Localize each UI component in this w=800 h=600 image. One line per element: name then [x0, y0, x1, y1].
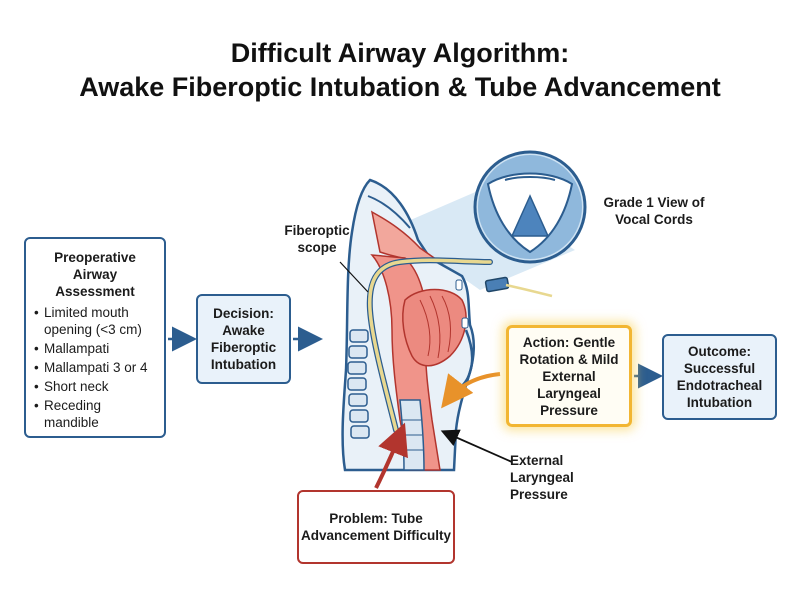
tongue: [402, 288, 467, 367]
scope-handle: [484, 276, 510, 293]
list-item: Limited mouth opening (<3 cm): [34, 304, 156, 338]
external-pressure-label: External Laryngeal Pressure: [510, 453, 574, 502]
list-item: Short neck: [34, 378, 156, 395]
list-item: Receding mandible: [34, 397, 156, 431]
arrow-problem: [374, 422, 408, 489]
list-item: Mallampati 3 or 4: [34, 359, 156, 376]
outcome-box: Outcome: Successful Endotracheal Intubat…: [662, 334, 777, 420]
magnification-cone: [392, 190, 575, 290]
arrow-gentle-rotation: [441, 372, 501, 409]
title-line-1: Difficult Airway Algorithm:: [230, 38, 570, 68]
action-box: Action: Gentle Rotation & Mild External …: [506, 325, 632, 427]
skull-base: [367, 195, 411, 229]
decision-box: Decision: Awake Fiberoptic Intubation: [196, 294, 291, 384]
preop-heading: Preoperative Airway Assessment: [54, 250, 136, 299]
arrow-external-pressure: [440, 429, 513, 463]
diagram-title: Difficult Airway Algorithm: Awake Fibero…: [0, 36, 800, 104]
title-line-2: Awake Fiberoptic Intubation & Tube Advan…: [79, 72, 721, 102]
scope-label-pointer: [339, 261, 369, 293]
preop-list: Limited mouth opening (<3 cm) Mallampati…: [34, 304, 156, 433]
scope-cable: [505, 283, 553, 298]
grade-view-label: Grade 1 View of Vocal Cords: [603, 195, 705, 227]
fiberoptic-scope-label: Fiberoptic scope: [284, 223, 350, 255]
vocal-cord-view: [473, 150, 587, 264]
preoperative-assessment-box: Preoperative Airway Assessment Limited m…: [24, 237, 166, 438]
cervical-spine: [347, 329, 370, 439]
list-item: Mallampati: [34, 340, 156, 357]
problem-box: Problem: Tube Advancement Difficulty: [297, 490, 455, 564]
